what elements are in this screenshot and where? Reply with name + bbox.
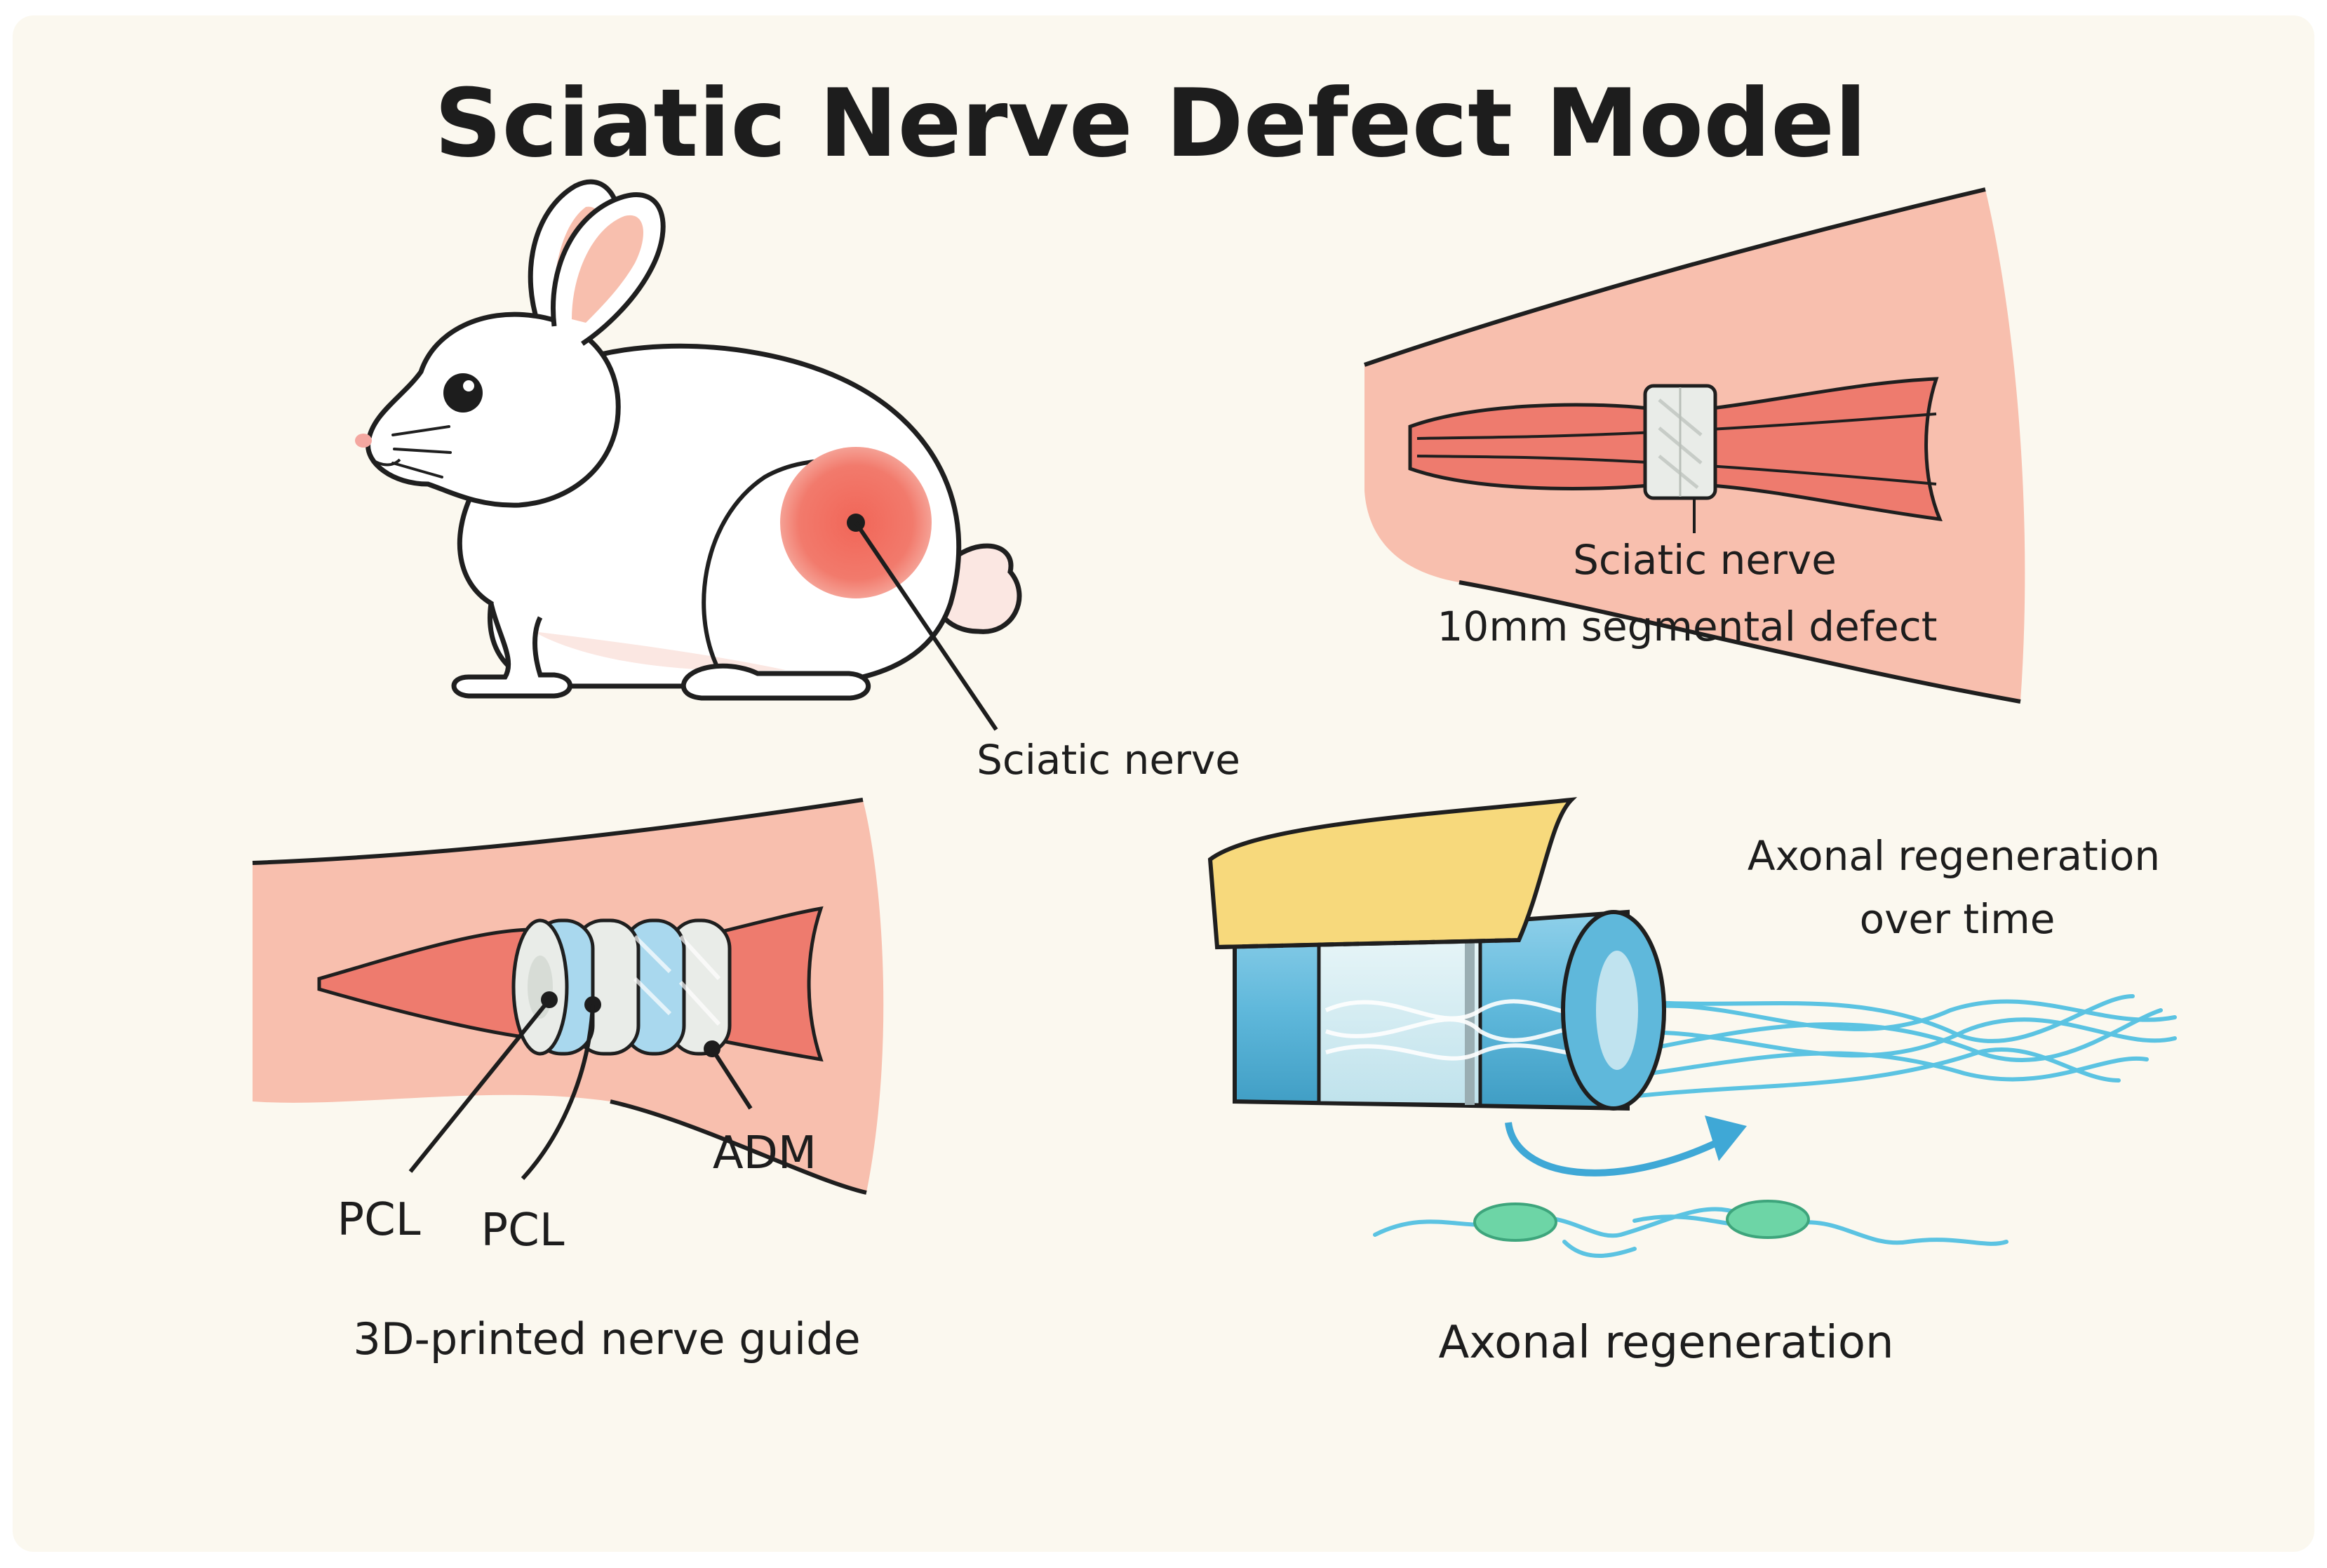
guide-ring-hatch <box>633 934 721 1026</box>
defect-nerve-strands <box>1416 413 1937 485</box>
regen-yellow-sheet <box>1207 797 1578 950</box>
pcl-label-1: PCL <box>337 1194 421 1246</box>
rabbit-eye <box>443 373 483 413</box>
schwann-cell-1 <box>1473 1202 1557 1242</box>
rabbit-back-foot <box>680 663 871 701</box>
nerve-guide-caption: 3D-printed nerve guide <box>353 1313 860 1365</box>
rabbit-illustration <box>355 179 1022 701</box>
adm-leader <box>710 1047 753 1110</box>
regen-tube-lumen <box>1596 951 1638 1070</box>
defect-tissue-bottom-edge <box>1458 580 2021 704</box>
guide-tissue-bottom-edge <box>610 1099 867 1195</box>
defect-muscle-left <box>1408 403 1651 490</box>
rabbit-eye-highlight <box>463 380 474 391</box>
sciatic-nerve-label: Sciatic nerve <box>977 736 1240 784</box>
rabbit-belly-shade <box>533 631 786 671</box>
regen-label-line2: over time <box>1860 895 2056 943</box>
defect-label-line2: 10mm segmental defect <box>1437 603 1938 650</box>
defect-muscle-right <box>1710 377 1943 522</box>
schwann-cell-2 <box>1726 1200 1810 1239</box>
defect-tissue-top-edge <box>1364 187 1986 367</box>
regen-tube-window <box>1317 924 1482 1107</box>
rabbit-whiskers <box>391 425 452 478</box>
guide-tissue-top-edge <box>252 798 864 865</box>
curved-arrow-head <box>1705 1115 1747 1161</box>
axon-bundle <box>1590 994 2177 1104</box>
rabbit-mouth <box>370 458 401 467</box>
sciatic-leader-line <box>854 521 998 731</box>
adm-label: ADM <box>713 1127 817 1179</box>
guide-muscle-right <box>713 906 824 1062</box>
rabbit-front-ear-inner <box>572 215 643 323</box>
page-title: Sciatic Nerve Defect Model <box>434 69 1867 178</box>
defect-label-line1: Sciatic nerve <box>1573 536 1837 584</box>
regen-caption: Axonal regeneration <box>1438 1317 1893 1369</box>
pcl-2-leader <box>521 1004 595 1181</box>
pcl-label-2: PCL <box>481 1205 565 1257</box>
curved-arrow-icon <box>1505 1122 1724 1177</box>
pcl-1-leader <box>408 998 551 1173</box>
regen-label-line1: Axonal regeneration <box>1748 832 2160 880</box>
rabbit-front-leg <box>451 603 572 699</box>
rabbit-nose <box>355 434 372 448</box>
